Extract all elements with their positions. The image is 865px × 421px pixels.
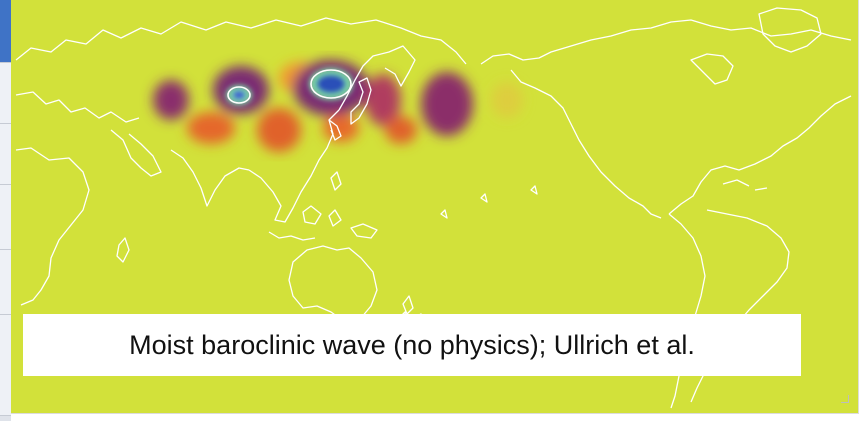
cyclone-cores [226, 68, 353, 105]
pacific-islands [440, 185, 538, 219]
strip-cell[interactable] [0, 185, 11, 250]
madagascar [116, 237, 130, 263]
anomaly-ridge [187, 112, 235, 144]
east-asia-coast [248, 109, 340, 223]
india-coast [170, 149, 250, 207]
sumatra-java [268, 231, 316, 241]
anomaly-trough [365, 74, 401, 126]
australia [288, 245, 378, 323]
philippines [330, 171, 342, 191]
cyclone-rings [227, 69, 352, 104]
anomaly-weak [491, 82, 523, 118]
wave-anomalies [153, 60, 523, 152]
greenland [758, 7, 822, 53]
left-panel-strip [0, 0, 11, 421]
image-caption: Moist baroclinic wave (no physics); Ullr… [23, 314, 801, 376]
coastlines [15, 7, 852, 409]
korea [328, 119, 342, 141]
sulawesi [328, 209, 342, 227]
eurasia-north-coast [15, 17, 467, 65]
europe-south-coast [15, 91, 140, 123]
anomaly-trough [153, 80, 189, 120]
hudson-bay [690, 53, 734, 85]
strip-cell-active[interactable] [0, 0, 11, 63]
caribbean [722, 179, 768, 191]
resize-corner-icon[interactable] [841, 395, 849, 403]
strip-cell[interactable] [0, 315, 11, 416]
north-america-north-coast [480, 19, 852, 65]
borneo [302, 205, 322, 225]
strip-cell[interactable] [0, 250, 11, 315]
anomaly-ridge [385, 116, 417, 144]
cyclone-core-east-center [316, 74, 346, 94]
new-guinea [350, 223, 378, 239]
world-map-svg [15, 7, 852, 409]
anomaly-ridge [257, 108, 301, 152]
anomaly-ridge [323, 114, 359, 142]
north-america-west-coast [510, 69, 662, 219]
anomaly-trough [421, 72, 473, 136]
arabia-coast [110, 129, 162, 177]
russia-far-east [338, 45, 416, 111]
north-america-east-coast [668, 95, 852, 215]
africa-coast [15, 147, 90, 306]
strip-cell[interactable] [0, 124, 11, 185]
japan [350, 77, 372, 125]
cyclone-core-west-center [232, 90, 246, 100]
south-america-west-coast [668, 213, 706, 409]
strip-cell[interactable] [0, 63, 11, 124]
